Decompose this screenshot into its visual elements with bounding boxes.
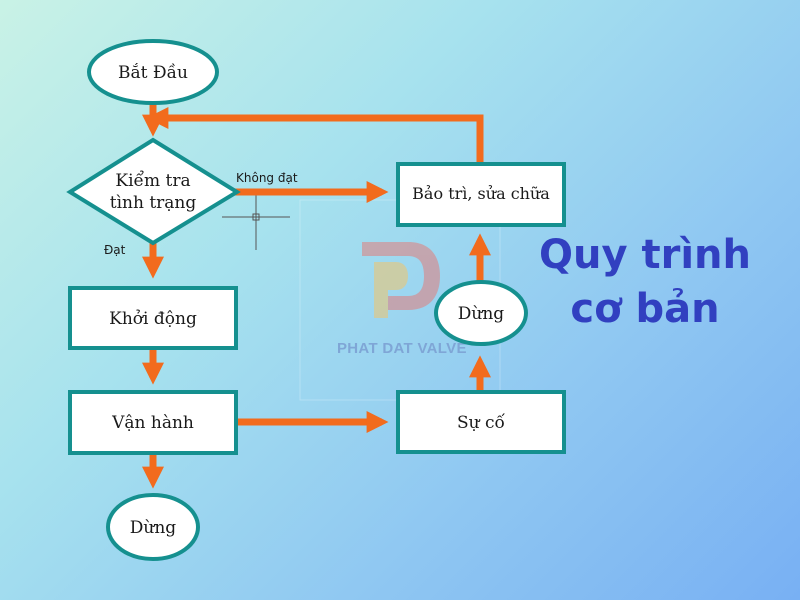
node-start-label: Bắt Đầu [118, 63, 188, 83]
headline-line1: Quy trình [539, 232, 751, 278]
node-end-stop: Dừng [106, 493, 200, 561]
watermark-logo [362, 242, 440, 318]
node-startup-label: Khởi động [109, 309, 197, 329]
node-check-label-line2: tình trạng [110, 193, 197, 213]
node-startup: Khởi động [68, 286, 238, 350]
node-operate-label: Vận hành [111, 413, 194, 433]
node-stop-right: Dừng [434, 280, 528, 346]
node-incident-label: Sự cố [457, 413, 506, 433]
watermark: PHAT DAT VALVE [299, 199, 501, 401]
node-end-stop-label: Dừng [130, 518, 177, 538]
node-maintenance: Bảo trì, sửa chữa [396, 162, 566, 227]
crosshair-cursor-icon [222, 190, 290, 250]
node-operate: Vận hành [68, 390, 238, 455]
edge-maintenance-loop [146, 107, 484, 163]
node-stop-right-label: Dừng [458, 304, 505, 324]
node-check-label-line1: Kiểm tra [115, 171, 190, 191]
edge-label-fail: Không đạt [236, 171, 298, 185]
edge-label-pass: Đạt [104, 243, 126, 257]
node-start: Bắt Đầu [87, 39, 219, 105]
headline: Quy trình cơ bản [520, 228, 770, 336]
headline-line2: cơ bản [570, 286, 720, 332]
node-incident: Sự cố [396, 390, 566, 454]
edges [142, 103, 491, 489]
node-maintenance-label: Bảo trì, sửa chữa [412, 184, 550, 203]
node-check: Kiểm tra tình trạng [66, 137, 241, 246]
watermark-text: PHAT DAT VALVE [337, 340, 467, 357]
